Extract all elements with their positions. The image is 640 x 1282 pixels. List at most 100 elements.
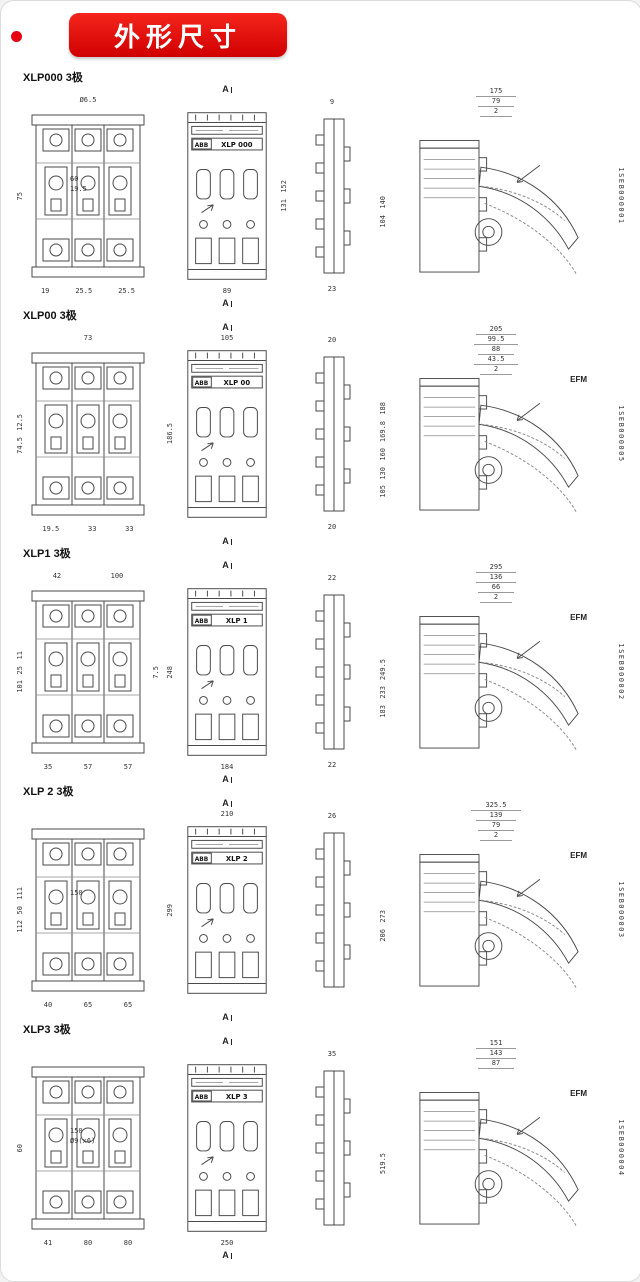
panel-view: A 210 299	[163, 798, 291, 1022]
section-letter: A	[222, 774, 229, 784]
panel-left-dimensions: 186.5	[164, 345, 176, 523]
side-top-dimensions: 20	[306, 337, 358, 344]
dimension-label: 136	[475, 574, 517, 583]
dimension-label: 80	[83, 1239, 93, 1247]
dimension-label: 250	[220, 1239, 234, 1247]
front-right-dimensions	[150, 109, 162, 283]
model-label: XLP 00	[223, 379, 250, 387]
dimension-label: 104	[378, 215, 387, 228]
section-marker-top: A	[163, 560, 291, 570]
iso-view-drawing	[419, 1092, 579, 1227]
front-left-dimensions: 60	[14, 1061, 26, 1235]
dimension-label: 100	[110, 572, 124, 580]
panel-view: A 105 186.5	[163, 322, 291, 546]
dimension-label: 75	[15, 191, 24, 201]
dimension-label: 35	[327, 1050, 337, 1058]
dimension-label: 151	[475, 1040, 517, 1049]
efm-label: EFM	[570, 1089, 587, 1098]
dimension-label: 57	[123, 763, 133, 771]
panel-left-dimensions: 299	[164, 821, 176, 999]
dimension-label: 143	[475, 1050, 517, 1059]
section-marker-bottom: A	[163, 536, 291, 546]
front-left-dimensions: 75	[14, 109, 26, 283]
brand-logo-text: ABB	[195, 1095, 209, 1101]
front-right-dimensions	[150, 347, 162, 521]
section-marker-bottom: A	[163, 774, 291, 784]
section-letter: A	[222, 560, 229, 570]
side-view-drawing	[315, 1070, 351, 1226]
section-letter: A	[222, 298, 229, 308]
handle-open-position	[484, 1154, 577, 1227]
dimension-label: 299	[165, 903, 174, 917]
dimension-label: 152	[279, 180, 288, 193]
side-view-drawing	[315, 356, 351, 512]
front-top-dimensions: Ø6.5	[28, 97, 148, 104]
dimension-label: 160	[378, 447, 387, 461]
section-letter: A	[222, 798, 229, 808]
efm-label: EFM	[570, 851, 587, 860]
handle-pivot	[474, 456, 503, 484]
dimension-label: 111	[15, 887, 24, 900]
drawing-code: 1SEB000003	[617, 881, 625, 939]
model-label: XLP 2	[226, 855, 248, 863]
panel-view-drawing: ABB XLP 3	[187, 1064, 267, 1232]
panel-view-drawing: ABB XLP 2	[187, 826, 267, 994]
dimension-label: 80	[123, 1239, 133, 1247]
dimension-label: Ø6.5	[79, 96, 97, 104]
dimension-label: 22	[327, 761, 337, 769]
handle-pivot	[474, 1170, 503, 1198]
dimension-label: 23	[327, 285, 337, 293]
dimension-label: 73	[83, 334, 93, 342]
panel-right-dimensions	[278, 1059, 290, 1237]
front-right-dimensions	[150, 1061, 162, 1235]
section-title: XLP1 3极	[23, 548, 71, 560]
dimension-label: 140	[378, 196, 387, 209]
iso-view-drawing	[419, 378, 579, 513]
panel-left-dimensions	[164, 107, 176, 285]
dimension-label: 183	[378, 704, 387, 718]
iso-left-dimensions: 519.5	[377, 1085, 389, 1243]
dimension-label: 184	[220, 763, 234, 771]
front-top-dimensions: 73	[28, 335, 148, 342]
front-view-drawing	[31, 590, 145, 754]
section-marker-top: A	[163, 1036, 291, 1046]
section-marker-bottom: A	[163, 1012, 291, 1022]
drawing-code: 1SEB000001	[617, 167, 625, 225]
operating-handle	[478, 404, 579, 489]
dimension-label: 101	[15, 680, 24, 693]
dimension-label: 112	[15, 920, 24, 933]
brand-logo-text: ABB	[195, 619, 209, 625]
dimension-label: 43.5	[473, 356, 519, 365]
dimension-label: 89	[222, 287, 232, 295]
panel-right-dimensions	[278, 821, 290, 999]
dimension-label: 19	[40, 287, 50, 295]
dimension-label: 87	[477, 1060, 515, 1069]
dimension-label: 9	[329, 98, 335, 106]
dimension-label: 33	[87, 525, 97, 533]
dimension-label: 20	[327, 336, 337, 344]
dimension-label: 139	[475, 812, 517, 821]
front-view-drawing	[31, 114, 145, 278]
side-top-dimensions: 9	[306, 99, 358, 106]
dimension-label: 105	[378, 485, 387, 498]
dimension-label: 25	[15, 665, 24, 675]
side-view: 26	[291, 811, 373, 1009]
dimension-label: 40	[43, 1001, 53, 1009]
side-bottom-dimensions: 23	[306, 286, 358, 293]
handle-pivot	[474, 694, 503, 722]
dimension-label: 25.5	[75, 287, 93, 295]
